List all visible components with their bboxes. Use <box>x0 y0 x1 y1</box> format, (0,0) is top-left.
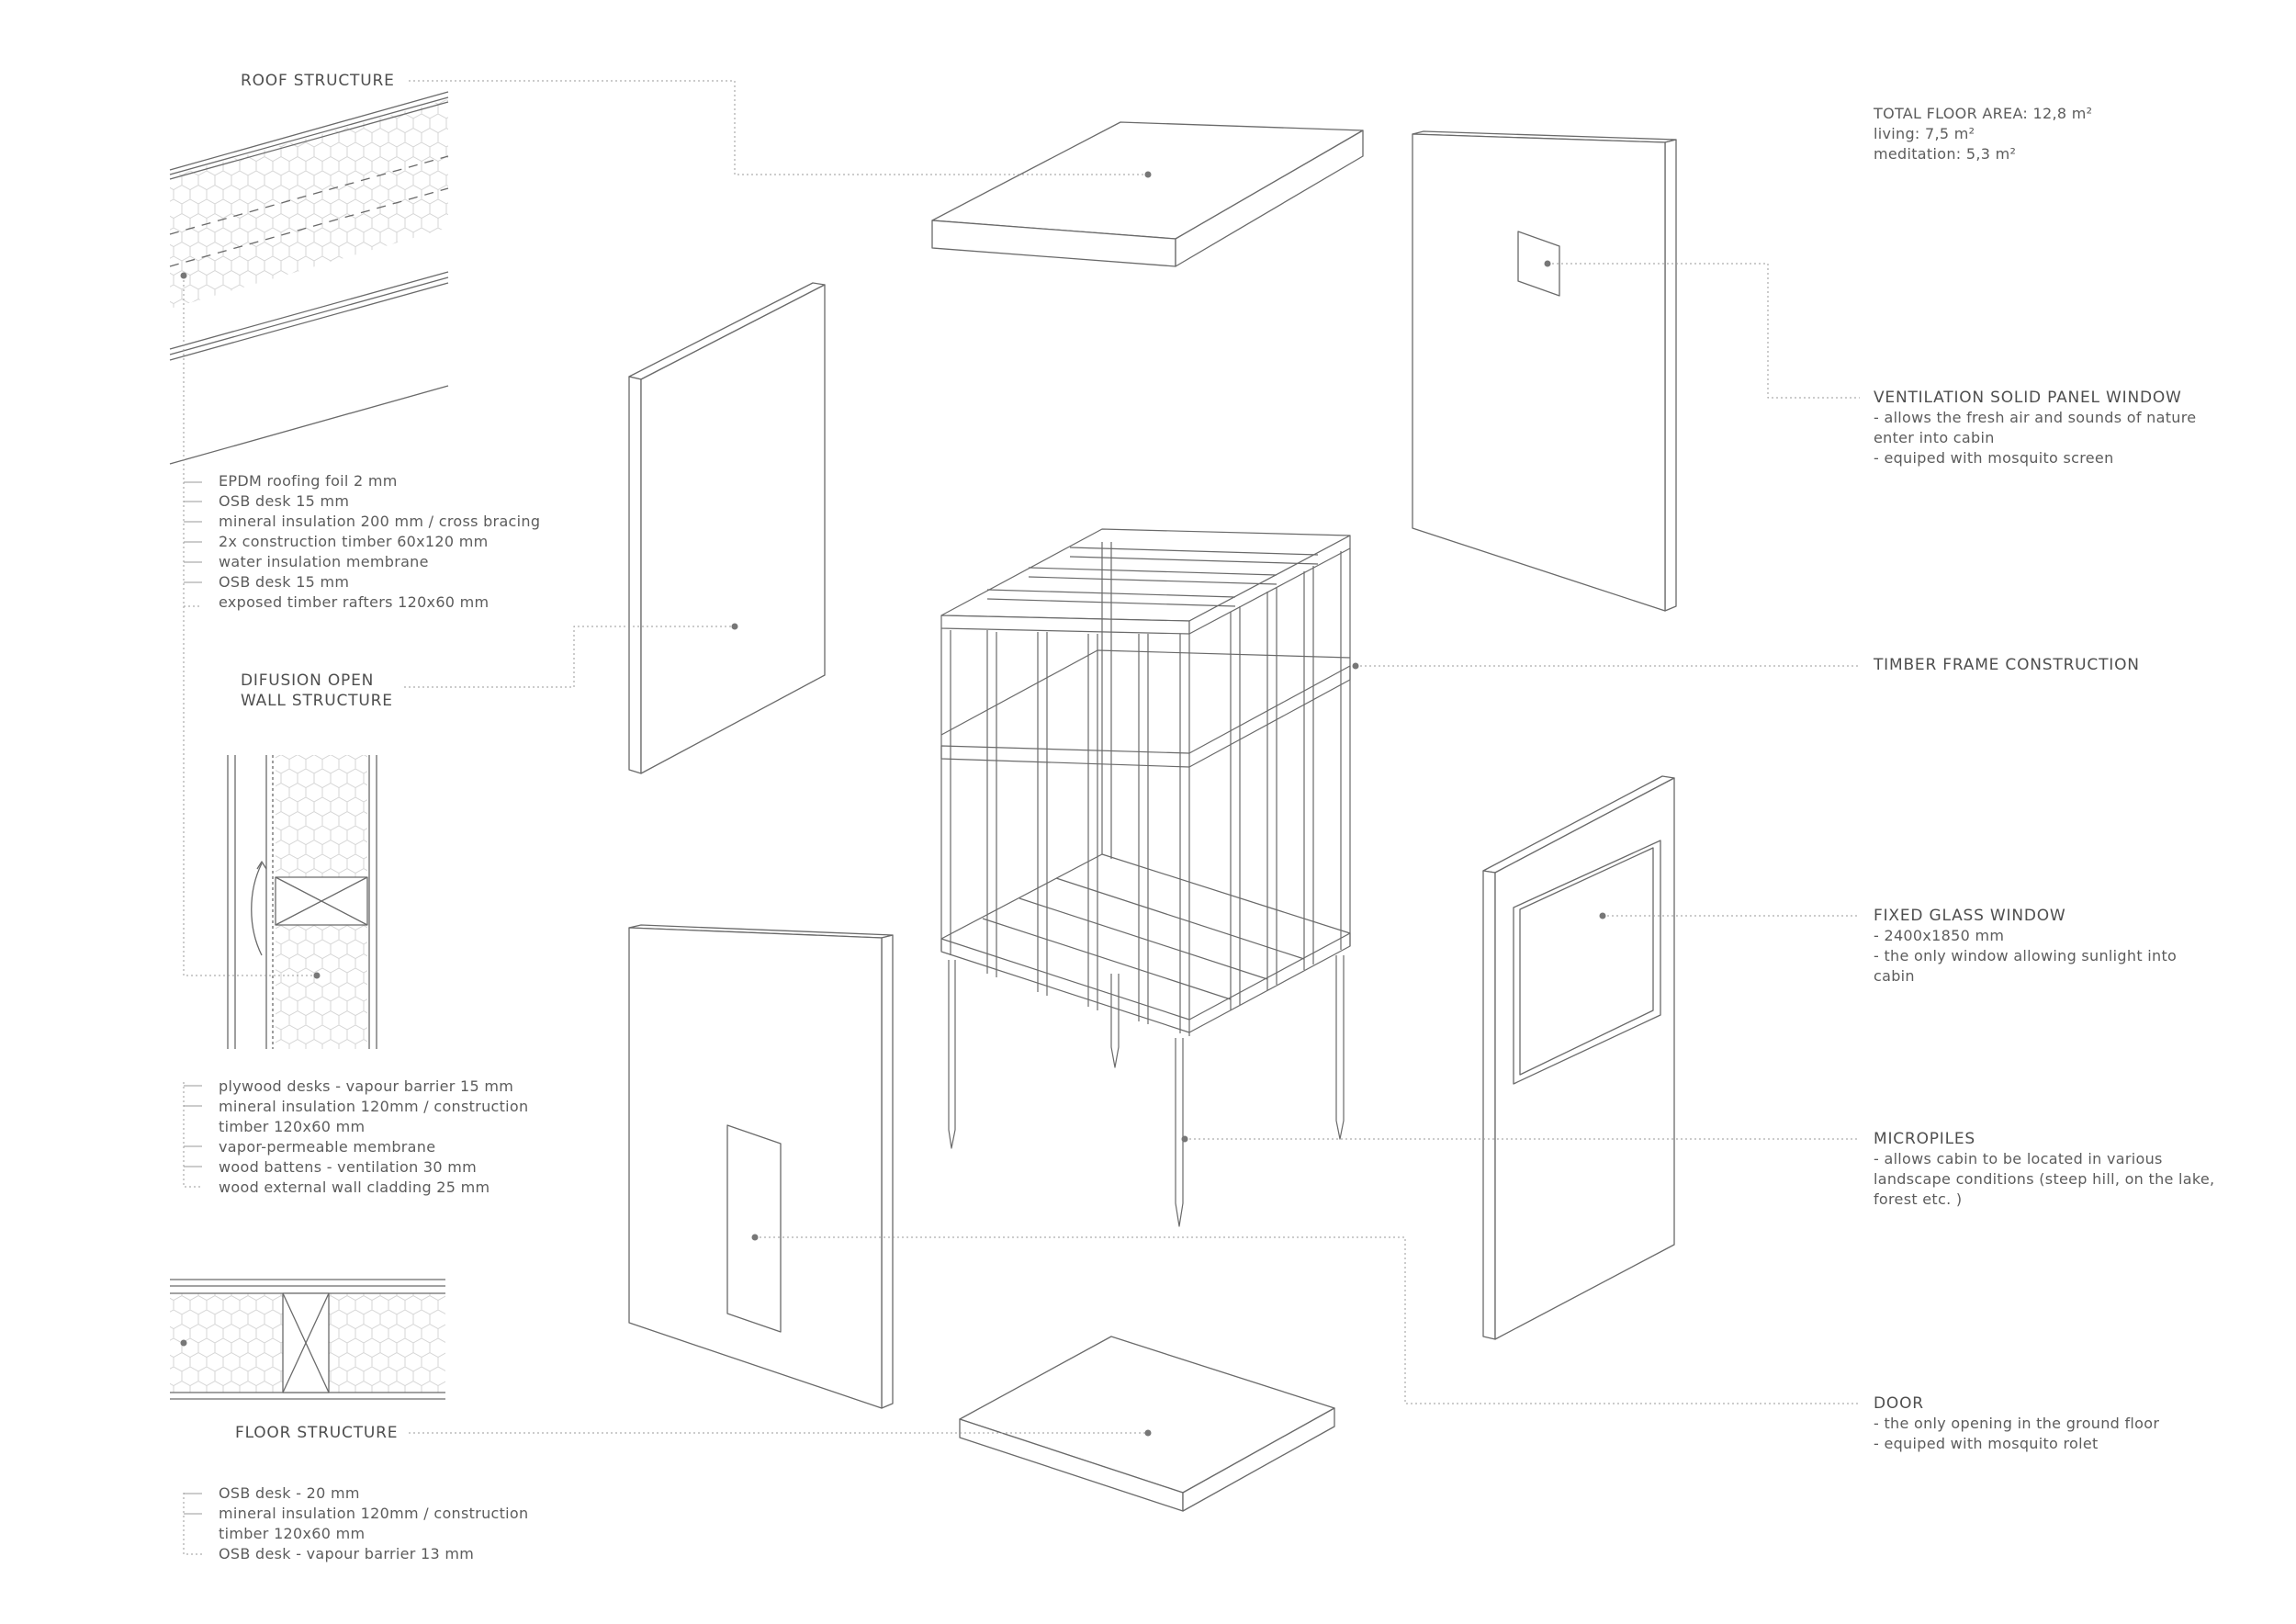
floor-layer: OSB desk - 20 mm <box>219 1484 360 1502</box>
glass-window-callout: FIXED GLASS WINDOW - 2400x1850 mm - the … <box>1874 906 2177 987</box>
floor-layer: OSB desk - vapour barrier 13 mm <box>219 1545 475 1562</box>
glass-note: cabin <box>1874 967 1915 985</box>
ventilation-notes: - allows the fresh air and sounds of nat… <box>1874 408 2196 468</box>
glass-note: - the only window allowing sunlight into <box>1874 947 2178 964</box>
floor-layer: mineral insulation 120mm / construction <box>219 1505 529 1522</box>
wall-panel-right-lower <box>1482 775 1675 1340</box>
micropile-note: landscape conditions (steep hill, on the… <box>1874 1170 2215 1188</box>
roof-layer: water insulation membrane <box>219 553 429 570</box>
glass-window-notes: - 2400x1850 mm - the only window allowin… <box>1874 926 2177 987</box>
leader-dots <box>180 171 1606 1437</box>
timber-frame <box>940 528 1351 1227</box>
label-wall-line2: WALL STRUCTURE <box>241 692 393 710</box>
floor-section-detail <box>170 1279 445 1400</box>
roof-layer: OSB desk 15 mm <box>219 492 350 510</box>
door-notes: - the only opening in the ground floor -… <box>1874 1414 2159 1454</box>
wall-panel-left-upper <box>628 282 826 774</box>
roof-layer: 2x construction timber 60x120 mm <box>219 533 489 550</box>
roof-layer: OSB desk 15 mm <box>219 573 350 591</box>
micropiles-callout: MICROPILES - allows cabin to be located … <box>1874 1129 2214 1210</box>
micropiles <box>948 955 1345 1227</box>
roof-layers-list: EPDM roofing foil 2 mm OSB desk 15 mm mi… <box>219 471 540 613</box>
micropile-note: - allows cabin to be located in various <box>1874 1150 2163 1167</box>
ventilation-note: - equiped with mosquito screen <box>1874 449 2114 467</box>
roof-section-detail <box>169 91 449 465</box>
label-wall-structure: DIFUSION OPEN WALL STRUCTURE <box>241 671 393 711</box>
ventilation-callout: VENTILATION SOLID PANEL WINDOW - allows … <box>1874 388 2196 468</box>
leader-ticks <box>184 481 202 1515</box>
micropile-notes: - allows cabin to be located in various … <box>1874 1149 2214 1210</box>
leader-lines <box>183 80 1860 1555</box>
ventilation-note: - allows the fresh air and sounds of nat… <box>1874 409 2197 426</box>
wall-section-detail <box>227 755 377 1049</box>
roof-layer: EPDM roofing foil 2 mm <box>219 472 398 490</box>
roof-panel <box>931 121 1364 267</box>
wall-layer: mineral insulation 120mm / construction <box>219 1098 529 1115</box>
floor-area-summary: TOTAL FLOOR AREA: 12,8 m² living: 7,5 m²… <box>1874 104 2092 164</box>
door-note: - the only opening in the ground floor <box>1874 1415 2160 1432</box>
label-ventilation: VENTILATION SOLID PANEL WINDOW <box>1874 389 2182 407</box>
wall-layer: plywood desks - vapour barrier 15 mm <box>219 1077 514 1095</box>
door-opening <box>726 1124 782 1333</box>
label-floor-structure: FLOOR STRUCTURE <box>235 1424 399 1442</box>
label-micropiles: MICROPILES <box>1874 1130 1976 1148</box>
wall-panel-left-lower <box>628 924 894 1409</box>
label-timber-frame: TIMBER FRAME CONSTRUCTION <box>1874 656 2140 674</box>
total-floor-area: TOTAL FLOOR AREA: 12,8 m² <box>1874 105 2093 122</box>
floor-panel <box>959 1336 1335 1512</box>
roof-layer: mineral insulation 200 mm / cross bracin… <box>219 513 541 530</box>
living-area: living: 7,5 m² <box>1874 125 1975 142</box>
wall-layer: wood external wall cladding 25 mm <box>219 1179 490 1196</box>
glass-note: - 2400x1850 mm <box>1874 927 2005 944</box>
wall-layer: timber 120x60 mm <box>219 1118 366 1135</box>
wall-layer: vapor-permeable membrane <box>219 1138 436 1156</box>
meditation-area: meditation: 5,3 m² <box>1874 145 2017 163</box>
door-note: - equiped with mosquito rolet <box>1874 1435 2099 1452</box>
micropile-note: forest etc. ) <box>1874 1190 1963 1208</box>
roof-layer: exposed timber rafters 120x60 mm <box>219 593 490 611</box>
wall-layers-list: plywood desks - vapour barrier 15 mm min… <box>219 1077 528 1198</box>
ventilation-note: enter into cabin <box>1874 429 1995 446</box>
label-roof-structure: ROOF STRUCTURE <box>241 72 395 90</box>
wall-layer: wood battens - ventilation 30 mm <box>219 1158 478 1176</box>
wall-panel-right-upper <box>1412 130 1677 612</box>
label-door: DOOR <box>1874 1394 1924 1413</box>
label-wall-line1: DIFUSION OPEN <box>241 671 375 690</box>
ventilation-window <box>1517 231 1560 297</box>
glass-window <box>1513 840 1661 1085</box>
label-glass-window: FIXED GLASS WINDOW <box>1874 907 2066 925</box>
floor-layer: timber 120x60 mm <box>219 1525 366 1542</box>
floor-layers-list: OSB desk - 20 mm mineral insulation 120m… <box>219 1483 528 1564</box>
door-callout: DOOR - the only opening in the ground fl… <box>1874 1393 2159 1454</box>
